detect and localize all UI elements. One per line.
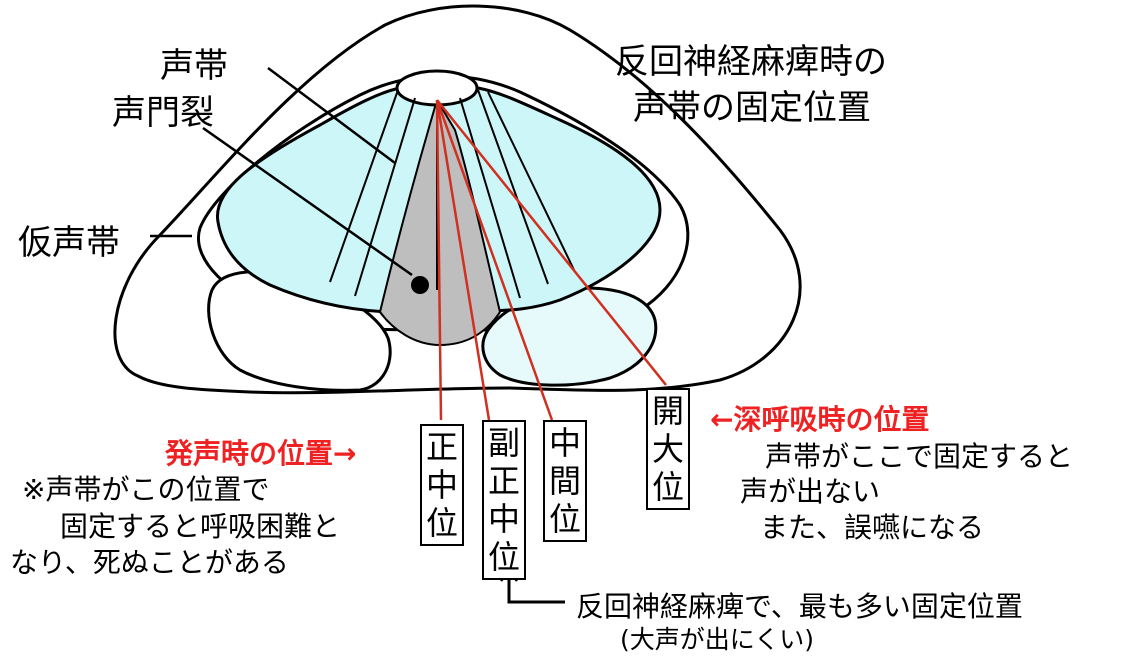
intermediate-char-3: 位 [548,500,581,538]
intermediate-char-1: 中 [548,424,581,462]
abducted-position-box: 開 大 位 [646,388,690,510]
paramedian-char-4: 位 [487,538,520,576]
paramedian-char-1: 副 [487,424,520,462]
most-common-line-1: 反回神経麻痺で、最も多い固定位置 [576,590,1023,623]
phonation-note-line-1: ※声帯がこの位置で [22,473,270,506]
title-line-1: 反回神経麻痺時の [615,42,887,82]
median-char-3: 位 [425,504,458,542]
title-line-2: 声帯の固定位置 [633,88,871,128]
vocal-cord-label: 声帯 [160,46,228,86]
phonation-note-line-2: 固定すると呼吸困難と [60,510,341,543]
median-position-box: 正 中 位 [420,424,464,546]
deep-breath-position-label: ←深呼吸時の位置 [710,403,930,436]
median-char-2: 中 [425,466,458,504]
paramedian-char-2: 正 [487,462,520,500]
cord-fold-lines [329,89,576,299]
paramedian-position-box: 副 正 中 位 [482,420,526,580]
abducted-char-2: 大 [651,430,684,468]
most-common-bracket [507,573,565,604]
abducted-char-3: 位 [651,468,684,506]
phonation-position-label: 発声時の位置→ [165,437,357,470]
false-cord-label: 仮声帯 [18,223,120,263]
most-common-line-2: (大声が出にくい) [620,625,815,654]
abducted-char-1: 開 [651,392,684,430]
deep-note-line-2: 声が出ない [740,475,881,508]
paramedian-char-3: 中 [487,500,520,538]
label-pointers [150,66,413,277]
intermediate-char-2: 間 [548,462,581,500]
median-char-1: 正 [425,428,458,466]
deep-note-line-1: 声帯がここで固定すると [765,440,1074,473]
position-lines-red [435,99,667,421]
glottis-dot [411,276,429,294]
phonation-note-line-3: なり、死ぬことがある [10,546,289,579]
intermediate-position-box: 中 間 位 [543,420,587,542]
glottis-label: 声門裂 [112,93,214,133]
epiglottis-top [395,69,479,107]
deep-note-line-3: また、誤嚥になる [760,511,985,544]
